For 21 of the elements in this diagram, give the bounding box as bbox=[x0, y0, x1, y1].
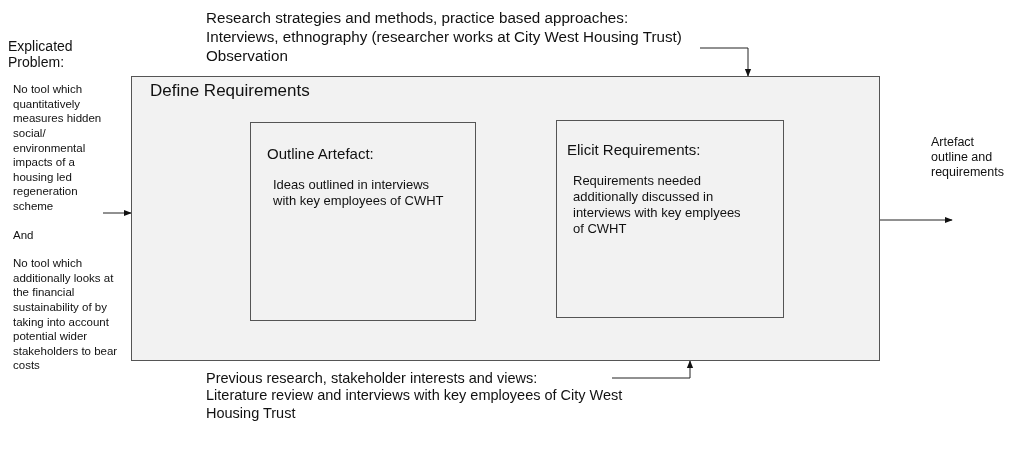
heading: Research strategies and methods, practice based approaches: bbox=[206, 8, 630, 27]
heading: Outline Artefact: bbox=[267, 145, 375, 163]
heading: Previous research, stakeholder interests and views: bbox=[206, 370, 539, 388]
description: No tool which additionally looks at the financial sustainability of by taking into account potential wider stakeholders to bear costs bbox=[13, 256, 119, 373]
description: Interviews, ethnography (researcher works at City West Housing Trust) bbox=[206, 27, 683, 46]
heading: Elicit Requirements: bbox=[567, 141, 702, 159]
heading: Explicated Problem: bbox=[8, 38, 74, 71]
arrow bbox=[879, 216, 953, 224]
description: Ideas outlined in interviews with key employees of CWHT bbox=[273, 177, 445, 209]
arrow bbox=[611, 360, 694, 379]
description: Requirements needed additionally discussed in interviews with key emplyees of CWHT bbox=[573, 173, 742, 237]
arrow bbox=[699, 47, 752, 77]
process-box bbox=[250, 122, 476, 321]
arrow bbox=[102, 209, 132, 217]
heading: Define Requirements bbox=[150, 81, 311, 102]
description: And bbox=[13, 227, 35, 243]
description: Observation bbox=[206, 46, 289, 65]
description: No tool which quantitatively measures hidden social/ environmental impacts of a housing led regeneration scheme bbox=[13, 82, 103, 214]
description: Literature review and interviews with key employees of City West Housing Trust bbox=[206, 387, 624, 423]
process-box bbox=[131, 76, 880, 361]
process-box bbox=[556, 120, 784, 318]
